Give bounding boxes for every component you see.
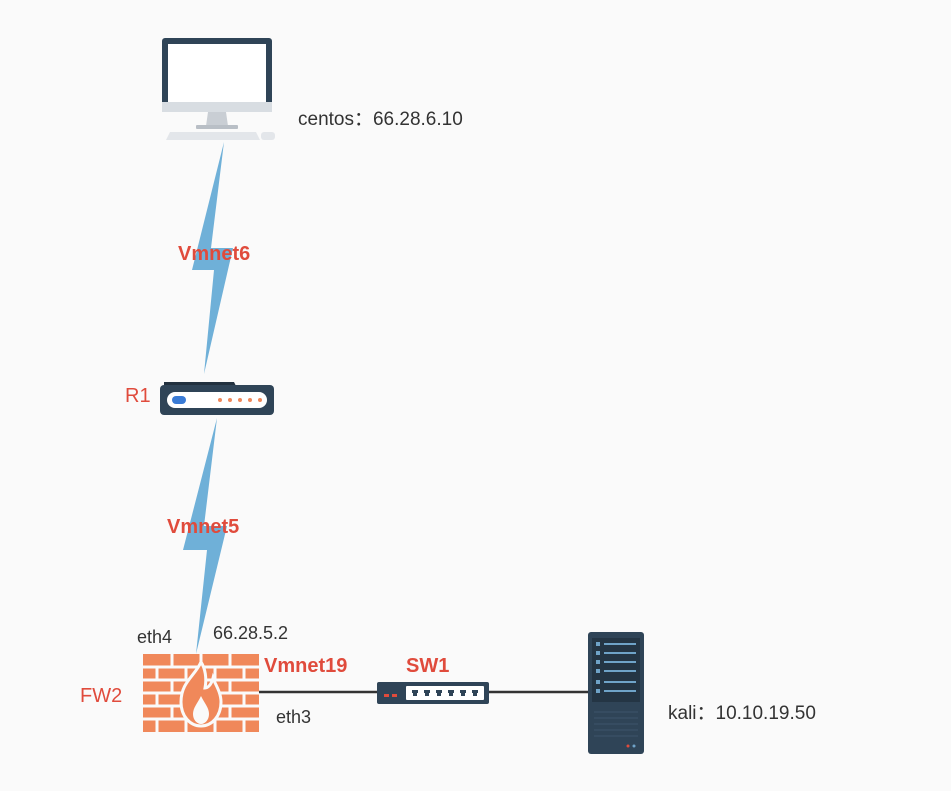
kali-node[interactable]: [588, 632, 644, 754]
fw2-node[interactable]: [143, 654, 259, 732]
server-icon: [588, 632, 644, 754]
centos-label: centos：66.28.6.10: [298, 109, 463, 130]
vmnet5-lightning-link[interactable]: [183, 418, 227, 654]
r1-node[interactable]: [158, 380, 276, 418]
vmnet6-lightning-link[interactable]: [192, 142, 233, 374]
router-icon: [160, 382, 274, 415]
switch-icon: [377, 682, 489, 704]
sw1-node[interactable]: [376, 680, 490, 706]
fw2-eth3-label: eth3: [276, 707, 312, 727]
fw2-label: FW2: [80, 685, 123, 707]
fw2-eth4-label: eth4: [137, 627, 173, 647]
firewall-icon: [143, 654, 259, 732]
vmnet6-label: Vmnet6: [178, 243, 251, 265]
r1-label: R1: [125, 385, 151, 407]
sw1-label: SW1: [406, 655, 450, 677]
fw2-eth4-ip-label: 66.28.5.2: [213, 623, 289, 643]
kali-label: kali：10.10.19.50: [668, 703, 816, 724]
desktop-computer-icon: [162, 38, 275, 140]
vmnet19-label: Vmnet19: [264, 655, 348, 677]
vmnet5-label: Vmnet5: [167, 516, 240, 538]
centos-node[interactable]: [160, 36, 278, 144]
